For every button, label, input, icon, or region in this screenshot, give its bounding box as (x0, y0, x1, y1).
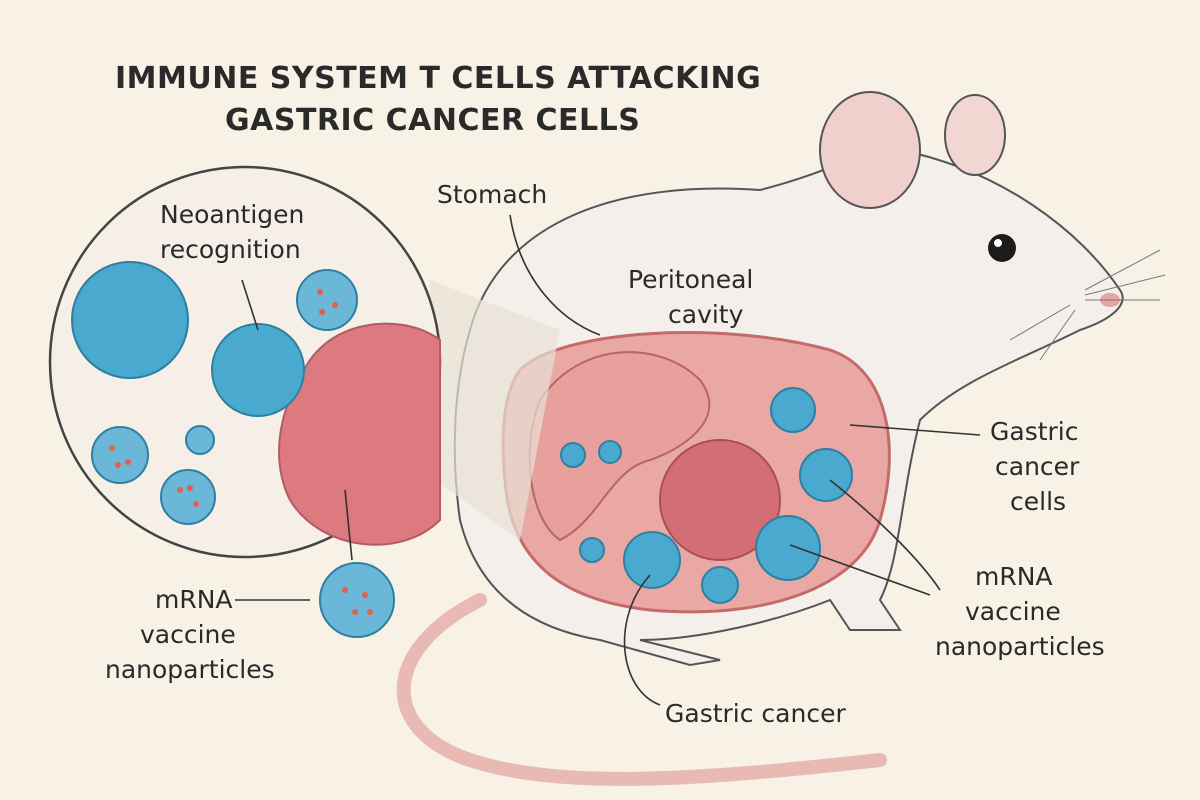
label-gastric-cancer: Gastric cancer (665, 699, 846, 728)
mouse-tail (396, 593, 887, 786)
label-mrna-left-2: vaccine (140, 620, 236, 649)
label-mrna-right-3: nanoparticles (935, 632, 1105, 661)
title-line-2: GASTRIC CANCER CELLS (225, 103, 640, 138)
mouse-eye (988, 234, 1016, 262)
zoom-cone (420, 280, 560, 540)
label-mrna-right-2: vaccine (965, 597, 1061, 626)
gastric-tumor (659, 439, 781, 561)
label-stomach: Stomach (437, 180, 547, 209)
label-gastric-cells-2: cancer (995, 452, 1080, 481)
magnified-t-cells (71, 261, 305, 417)
label-gastric-cells-3: cells (1010, 487, 1066, 516)
magnified-cancer-cell (278, 322, 441, 546)
leader-lines (235, 214, 981, 706)
label-gastric-cells-1: Gastric (990, 417, 1079, 446)
title-line-1: IMMUNE SYSTEM T CELLS ATTACKING (115, 61, 761, 96)
label-mrna-right-1: mRNA (975, 562, 1053, 591)
label-mrna-left-3: nanoparticles (105, 655, 275, 684)
label-peritoneal-2: cavity (668, 300, 744, 329)
mouse-ear-front (819, 91, 921, 209)
label-neoantigen-2: recognition (160, 235, 301, 264)
mouse-ear-back (944, 94, 1006, 176)
label-mrna-left-1: mRNA (155, 585, 233, 614)
magnified-nanoparticles (91, 269, 395, 638)
label-peritoneal-1: Peritoneal (628, 265, 753, 294)
t-cells-cavity (560, 387, 853, 604)
label-neoantigen-1: Neoantigen (160, 200, 304, 229)
eye-highlight (994, 239, 1002, 247)
whiskers (1009, 249, 1166, 361)
